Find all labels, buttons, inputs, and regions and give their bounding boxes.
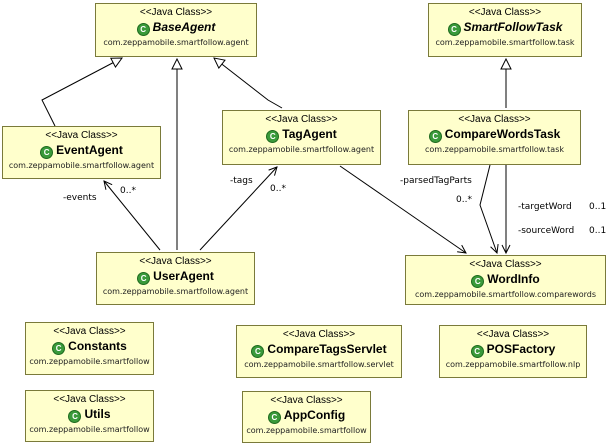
parsedtagparts-role-label: -parsedTagParts xyxy=(400,176,472,186)
events-multiplicity-label: 0..* xyxy=(120,186,136,196)
class-icon: C xyxy=(68,410,82,423)
abstract-class-icon: C xyxy=(136,23,150,36)
generalization-tagagent-baseagent xyxy=(214,58,283,109)
sourceword-role-label: -sourceWord xyxy=(518,226,575,236)
class-icon: C xyxy=(428,130,442,143)
association-useragent-eventagent xyxy=(104,181,161,251)
package-label: com.zeppamobile.smartfollow.comparewords xyxy=(414,290,597,299)
sourceword-multiplicity-label: 0..1 xyxy=(589,226,607,236)
stereotype-label: <<Java Class>> xyxy=(139,7,213,18)
class-icon: C xyxy=(470,345,484,358)
class-icon: C xyxy=(251,345,265,358)
stereotype-label: <<Java Class>> xyxy=(265,114,338,125)
stereotype-label: <<Java Class>> xyxy=(468,7,542,18)
stereotype-label: <<Java Class>> xyxy=(53,394,126,405)
stereotype-label: <<Java Class>> xyxy=(458,114,531,125)
package-label: com.zeppamobile.smartfollow.servlet xyxy=(244,360,394,369)
association-comparewordstask-wordinfo-parsed xyxy=(479,164,497,253)
class-name: UserAgent xyxy=(153,269,214,283)
tags-multiplicity-label: 0..* xyxy=(270,184,286,194)
abstract-class-icon: C xyxy=(447,23,461,36)
package-label: com.zeppamobile.smartfollow.agent xyxy=(103,38,249,47)
class-name: EventAgent xyxy=(56,143,123,157)
stereotype-label: <<Java Class>> xyxy=(139,256,212,267)
association-useragent-tagagent xyxy=(199,167,277,251)
class-icon: C xyxy=(40,146,54,159)
package-label: com.zeppamobile.smartfollow xyxy=(246,426,367,435)
package-label: com.zeppamobile.smartfollow.task xyxy=(424,145,564,154)
class-name: TagAgent xyxy=(282,127,337,141)
class-icon: C xyxy=(52,342,66,355)
events-role-label: -events xyxy=(63,193,97,203)
class-name: BaseAgent xyxy=(152,20,216,34)
class-name: AppConfig xyxy=(283,408,346,422)
class-name: WordInfo xyxy=(487,272,540,286)
package-label: com.zeppamobile.smartfollow.agent xyxy=(102,287,249,296)
package-label: com.zeppamobile.smartfollow.agent xyxy=(228,145,375,154)
package-label: com.zeppamobile.smartfollow.nlp xyxy=(445,360,581,369)
stereotype-label: <<Java Class>> xyxy=(53,326,126,337)
package-label: com.zeppamobile.smartfollow.agent xyxy=(8,161,155,170)
class-icon: C xyxy=(266,130,280,143)
class-icon: C xyxy=(137,272,151,285)
class-name: SmartFollowTask xyxy=(463,20,563,34)
parsedtagparts-multiplicity-label: 0..* xyxy=(456,195,472,205)
tags-role-label: -tags xyxy=(230,176,253,186)
stereotype-label: <<Java Class>> xyxy=(476,329,550,340)
class-name: Utils xyxy=(84,407,111,421)
stereotype-label: <<Java Class>> xyxy=(469,259,542,270)
generalization-eventagent-baseagent xyxy=(41,58,122,127)
class-name: CompareTagsServlet xyxy=(267,342,387,356)
stereotype-label: <<Java Class>> xyxy=(45,130,118,141)
class-name: Constants xyxy=(68,339,127,353)
package-label: com.zeppamobile.smartfollow.task xyxy=(435,38,575,47)
targetword-multiplicity-label: 0..1 xyxy=(589,202,607,212)
package-label: com.zeppamobile.smartfollow xyxy=(29,425,150,434)
class-icon: C xyxy=(267,411,281,424)
stereotype-label: <<Java Class>> xyxy=(282,329,356,340)
stereotype-label: <<Java Class>> xyxy=(270,395,343,406)
class-name: CompareWordsTask xyxy=(444,127,561,141)
targetword-role-label: -targetWord xyxy=(518,202,572,212)
class-name: POSFactory xyxy=(486,342,556,356)
class-icon: C xyxy=(471,275,485,288)
package-label: com.zeppamobile.smartfollow xyxy=(29,357,150,366)
association-tagagent-wordinfo xyxy=(339,165,466,253)
